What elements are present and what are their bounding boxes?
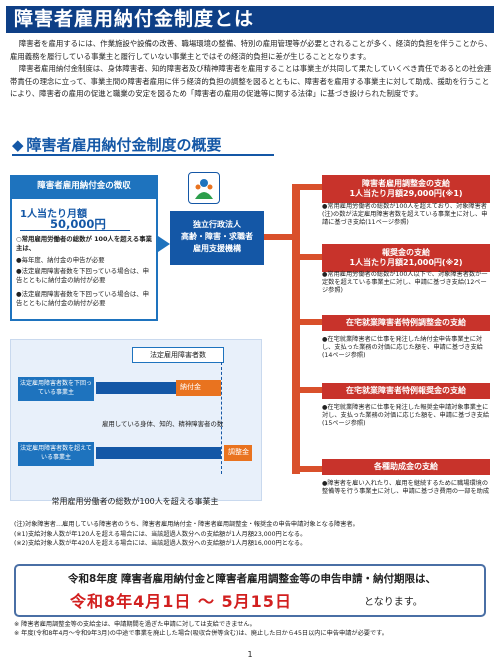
branch-connector-4: [300, 387, 322, 393]
footnotes: ※ 障害者雇用調整金等の支給金は、申請期間を過ぎた申請に対しては支給できません。…: [14, 620, 488, 639]
levy-bullet-2: ●法定雇用障害者数を下回っている場合は、申告とともに納付金の納付が必要: [16, 267, 150, 284]
levy-heading: 障害者雇用納付金の徴収: [10, 175, 158, 197]
subsidies-heading: 各種助成金の支給: [322, 459, 490, 475]
home-worker-adjustment-desc: ●在宅就業障害者に仕事を発注した納付金申告事業主に対し、支払った業務の対価に応じ…: [322, 336, 483, 360]
intro-paragraph-1: 障害者を雇用するには、作業施設や設備の改善、職場環境の整備、特別の雇用管理等が必…: [10, 39, 492, 61]
notes: (注)対象障害者…雇用している障害者のうち、障害者雇用納付金・障害者雇用調整金・…: [14, 520, 488, 549]
section-underline: [12, 154, 274, 156]
section-title: ◆障害者雇用納付金制度の概要: [12, 134, 222, 155]
home-worker-reward-desc: ●在宅就業障害者に仕事を発注した報奨金申請対象事業主に対し、支払った業務の対価に…: [322, 404, 490, 428]
above-quota-label: 法定雇用障害者数を超えている事業主: [18, 442, 94, 466]
deadline-tail: となります。: [364, 597, 423, 608]
adjustment-bar: 調整金: [224, 445, 252, 461]
reward-amount: 1人当たり月額21,000円(※2): [349, 258, 463, 267]
employed-count-label: 雇用している身体、知的、精神障害者の数: [102, 420, 224, 428]
note-3: (※2)支給対象人数が年420人を超える場合には、当該超過人数分への支給額が1人…: [14, 540, 307, 547]
jeed-organization-box: 独立行政法人 高齢・障害・求職者 雇用支援機構: [170, 211, 264, 265]
footnote-2: ※ 年度(令和8年4月〜令和9年3月)の中途で事業を廃止した場合(吸収合併等含む…: [14, 630, 388, 638]
reward-title: 報奨金の支給: [382, 248, 430, 257]
levy-amount-value: 50,000円: [50, 217, 106, 231]
arrow-right-icon: [158, 236, 170, 252]
section-title-text: 障害者雇用納付金制度の概要: [26, 136, 222, 154]
employment-diagram: [10, 339, 262, 501]
benefit-adjustment-desc: ●常用雇用労働者の総数が100人を超えており、対象障害者(注)の数が法定雇用障害…: [322, 203, 488, 227]
branch-connector-2: [300, 254, 322, 260]
branch-connector-3: [300, 319, 322, 325]
above-quota-bar: [96, 447, 221, 459]
org-line-3: 雇用支援機構: [193, 244, 241, 253]
levy-amount-label: 1人当たり月額: [20, 209, 87, 220]
payment-bar: 納付金: [176, 380, 221, 396]
branch-connector-1: [300, 184, 322, 190]
amount-underline: [20, 230, 130, 231]
intro-paragraph-2: 障害者雇用納付金制度は、身体障害者、知的障害者及び精神障害者を雇用することは事業…: [10, 64, 492, 98]
benefit-adjustment-amount: 1人当たり月額29,000円(※1): [349, 189, 463, 198]
deadline-intro: 令和8年度 障害者雇用納付金と障害者雇用調整金等の申告申請・納付期限は、: [68, 573, 436, 585]
levy-bullet-1: ●毎年度、納付金の申告が必要: [16, 256, 105, 264]
note-1: (注)対象障害者…雇用している障害者のうち、障害者雇用納付金・障害者雇用調整金・…: [14, 521, 359, 528]
footnote-1: ※ 障害者雇用調整金等の支給金は、申請期間を過ぎた申請に対しては支給できません。: [14, 621, 256, 628]
note-2: (※1)支給対象人数が年120人を超える場合には、当該超過人数分への支給額が1人…: [14, 530, 307, 538]
benefit-adjustment-title: 障害者雇用調整金の支給: [362, 179, 450, 188]
page-number: 1: [247, 650, 253, 659]
org-line-2: 高齢・障害・求職者: [181, 232, 253, 241]
organization-logo-icon: [188, 172, 220, 204]
connector-horizontal: [264, 234, 292, 240]
org-line-1: 独立行政法人: [193, 220, 241, 229]
deadline-date: 令和8年4月1日 〜 5月15日: [70, 592, 292, 611]
levy-bullet-3: ●法定雇用障害者数を下回っている場合は、申告とともに納付金の納付が必要: [16, 290, 150, 307]
diamond-icon: ◆: [12, 136, 24, 154]
reward-desc: ●常用雇用労働者の総数が100人以下で、対象障害者数が一定数を超えている事業主に…: [322, 271, 488, 295]
levy-target: ○常用雇用労働者の総数が 100人を超える事業主は、: [16, 235, 152, 252]
connector-trunk: [292, 184, 300, 474]
page-title: 障害者雇用納付金制度とは: [6, 6, 494, 33]
below-quota-bar: [96, 382, 176, 394]
diagram-caption: 常用雇用労働者の総数が100人を超える事業主: [51, 497, 219, 506]
below-quota-label: 法定雇用障害者数を下回っている事業主: [18, 377, 94, 401]
intro-text: 障害者を雇用するには、作業施設や設備の改善、職場環境の整備、特別の雇用管理等が必…: [10, 38, 492, 101]
reward-heading: 報奨金の支給 1人当たり月額21,000円(※2): [322, 244, 490, 272]
benefit-adjustment-heading: 障害者雇用調整金の支給 1人当たり月額29,000円(※1): [322, 175, 490, 203]
deadline-box: [14, 564, 486, 617]
subsidies-desc: ●障害者を雇い入れたり、雇用を継続するために職場環境の整備等を行う事業主に対し、…: [322, 480, 490, 496]
levy-box: [10, 197, 158, 321]
branch-connector-5: [300, 466, 322, 472]
legal-employment-label: 法定雇用障害者数: [132, 347, 224, 363]
home-worker-adjustment-heading: 在宅就業障害者特例調整金の支給: [322, 315, 490, 331]
home-worker-reward-heading: 在宅就業障害者特例報奨金の支給: [322, 383, 490, 399]
legal-threshold-line: [221, 362, 222, 474]
